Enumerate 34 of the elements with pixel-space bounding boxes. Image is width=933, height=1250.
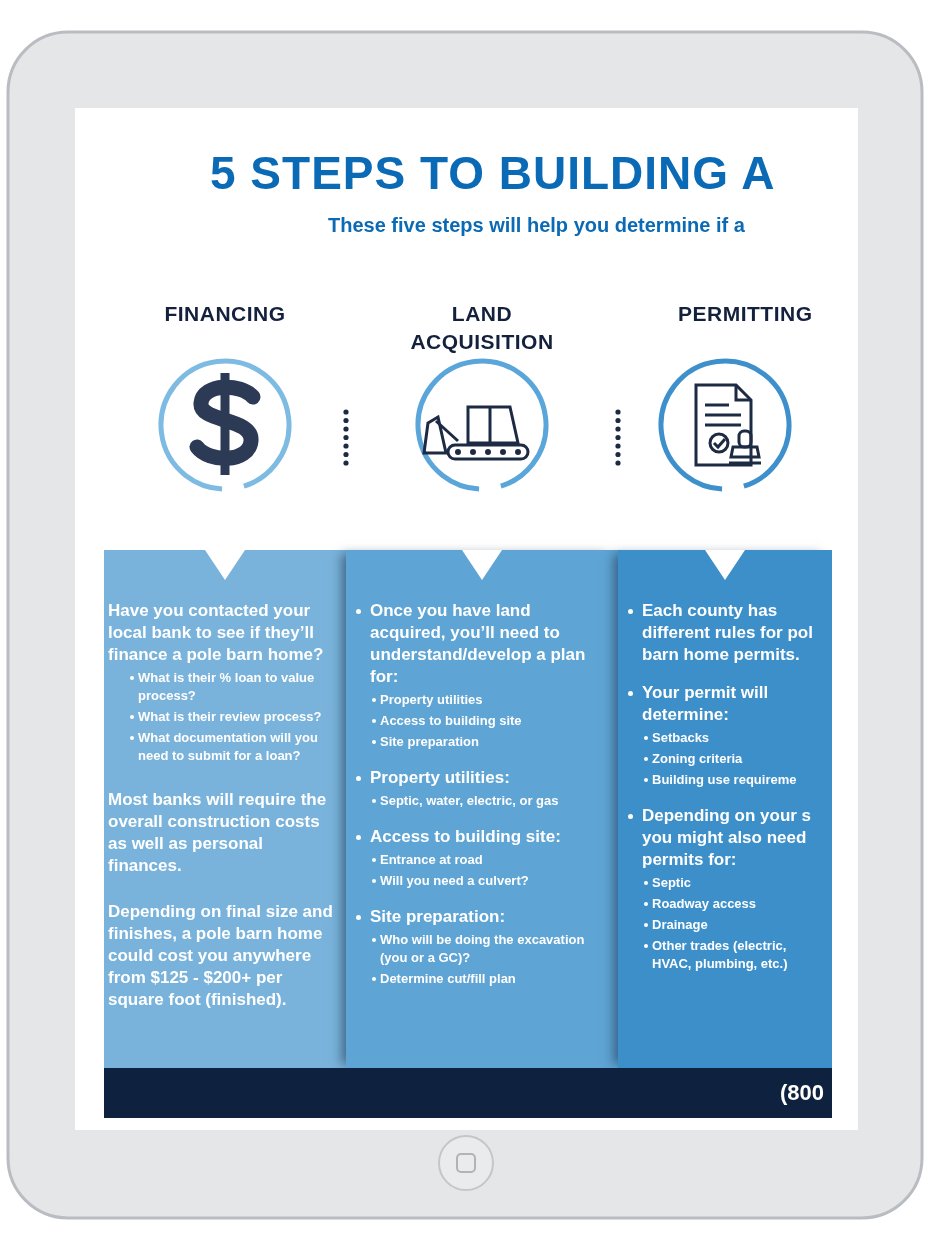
bullet-text: Determine cut/fill plan bbox=[350, 970, 610, 988]
bullet-text: Septic bbox=[622, 874, 824, 892]
bullet-text: Other trades (electric, HVAC, plumbing, etc.) bbox=[622, 937, 824, 973]
bullet-text: Setbacks bbox=[622, 729, 824, 747]
bullet-text: Property utilities bbox=[350, 691, 610, 709]
bullet-text: What is their % loan to value process? bbox=[108, 669, 338, 705]
footer-text: (800 bbox=[780, 1080, 825, 1106]
subtitle: These five steps will help you determine if a bbox=[328, 214, 745, 237]
bullet-text: Once you have land acquired, you’ll need to understand/develop a plan for: bbox=[350, 600, 610, 688]
bullet-text: What is their review process? bbox=[108, 708, 338, 726]
bullet-text: Your permit will determine: bbox=[622, 682, 824, 726]
bullet-text: Roadway access bbox=[622, 895, 824, 913]
step-heading: PERMITTING bbox=[677, 301, 814, 327]
step-heading: FINANCING bbox=[163, 301, 287, 327]
bullet-text: Septic, water, electric, or gas bbox=[350, 792, 610, 810]
bullet-text: What documentation will you need to submit for a loan? bbox=[108, 729, 338, 765]
bullet-text: Entrance at road bbox=[350, 851, 610, 869]
bullet-text: Will you need a culvert? bbox=[350, 872, 610, 890]
bullet-text: Each county has different rules for pol barn home permits. bbox=[622, 600, 824, 666]
paragraph: Most banks will require the overall construction costs as well as personal finances. bbox=[108, 789, 328, 877]
bullet-text: Drainage bbox=[622, 916, 824, 934]
paragraph: Have you contacted your local bank to see if they’ll finance a pole barn home? bbox=[108, 600, 325, 666]
step-heading: LAND ACQUISITION bbox=[409, 301, 555, 355]
bullet-text: Site preparation: bbox=[350, 906, 610, 928]
bullet-text: Depending on your s you might also need permits for: bbox=[622, 805, 824, 871]
paragraph: Depending on final size and finishes, a pole barn home could cost you anywhere from $125 - $200+ per square foot (finished). bbox=[108, 901, 334, 1011]
bullet-text: Property utilities: bbox=[350, 767, 610, 789]
bullet-text: Building use requireme bbox=[622, 771, 824, 789]
bullet-text: Who will be doing the excavation (you or a GC)? bbox=[350, 931, 610, 967]
bullet-text: Access to building site: bbox=[350, 826, 610, 848]
bullet-text: Access to building site bbox=[350, 712, 610, 730]
bullet-text: Site preparation bbox=[350, 733, 610, 751]
bullet-text: Zoning criteria bbox=[622, 750, 824, 768]
title: 5 STEPS TO BUILDING A bbox=[210, 146, 776, 200]
